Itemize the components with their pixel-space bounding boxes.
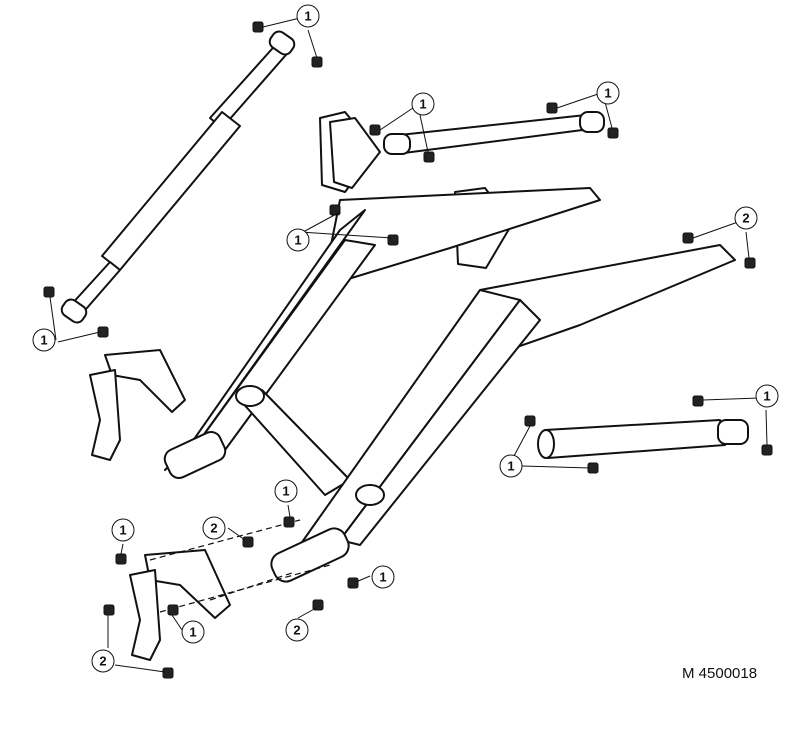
callout-label: 2: [742, 211, 749, 226]
callout: 2: [91, 649, 115, 673]
callout-label: 2: [210, 521, 217, 536]
callout-label: 2: [99, 654, 106, 669]
callout: 1: [371, 565, 395, 589]
callout-label: 2: [293, 623, 300, 638]
link-rod-top: [383, 111, 605, 155]
callout-label: 1: [763, 389, 770, 404]
callout-label: 1: [282, 484, 289, 499]
tilt-cylinder-right: [537, 419, 749, 459]
callout: 1: [499, 454, 523, 478]
callout-label: 1: [379, 570, 386, 585]
callout-label: 1: [304, 9, 311, 24]
callout-label: 1: [189, 625, 196, 640]
callout: 1: [411, 92, 435, 116]
callout: 1: [596, 81, 620, 105]
callout: 1: [296, 4, 320, 28]
loader-arm-left: [163, 187, 601, 479]
callout-label: 1: [419, 97, 426, 112]
callout: 1: [755, 384, 779, 408]
callout: 2: [202, 516, 226, 540]
callout-label: 1: [294, 233, 301, 248]
linkage-left-upper: [89, 349, 186, 461]
drawing-code: M 4500018: [682, 665, 758, 682]
callout-label: 1: [119, 523, 126, 538]
callout: 1: [274, 479, 298, 503]
linkage-left-lower: [129, 549, 231, 661]
callout: 1: [181, 620, 205, 644]
callout: 2: [734, 206, 758, 230]
loader-arm-right: [270, 244, 736, 583]
callout: 2: [285, 618, 309, 642]
callout-label: 1: [507, 459, 514, 474]
bushings: [43, 21, 773, 679]
callout: 1: [286, 228, 310, 252]
callout: 1: [111, 518, 135, 542]
tilt-cylinder-left: [60, 30, 296, 324]
callout: 1: [32, 328, 56, 352]
callout-label: 1: [40, 333, 47, 348]
callout-label: 1: [604, 86, 611, 101]
